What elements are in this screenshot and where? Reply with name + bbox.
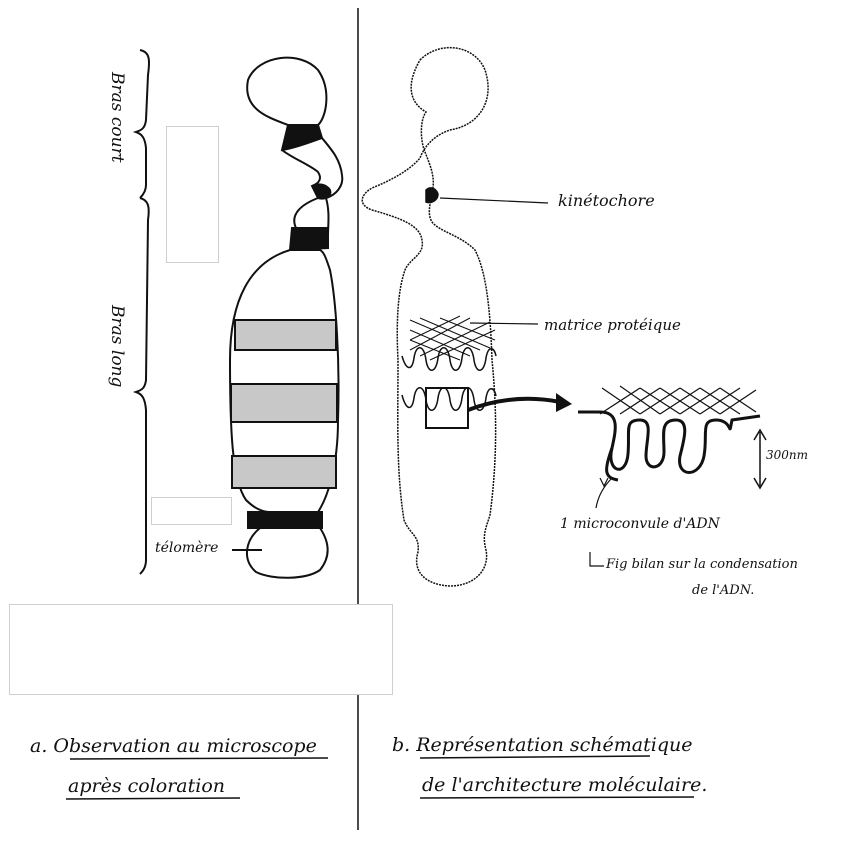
dna-loops-inner [402, 348, 496, 411]
caption-a-2: après coloration [68, 775, 225, 797]
caption-a-underline-1 [70, 758, 328, 759]
zoom-box [426, 388, 468, 428]
caption-a-underline-2 [66, 798, 240, 799]
height-arrow [754, 430, 766, 488]
caption-b-underline-2 [420, 797, 694, 798]
blank-label-box-top [166, 126, 219, 263]
schematic-chromosome [362, 48, 495, 586]
enlarged-matrix [600, 386, 756, 414]
label-microloop: 1 microconvule d'ADN [560, 516, 721, 532]
blank-label-box-mid [151, 497, 232, 525]
blank-label-box-wide [9, 604, 393, 695]
label-kinetochore: kinétochore [558, 191, 655, 210]
label-long-arm: Bras long [107, 304, 127, 388]
caption-b-1: b. Représentation schématique [392, 734, 692, 756]
observed-chromosome [230, 58, 342, 578]
label-short-arm: Bras court [107, 71, 127, 163]
label-telomere: télomère [155, 540, 218, 556]
label-summary-2: de l'ADN. [692, 583, 754, 598]
caption-b-2: de l'architecture moléculaire. [422, 774, 707, 796]
caption-a-1: a. Observation au microscope [30, 735, 317, 757]
label-matrix: matrice protéique [544, 316, 681, 334]
leader-lines [440, 198, 612, 566]
label-summary-1: Fig bilan sur la condensation [605, 557, 798, 572]
label-300nm: 300nm [766, 448, 808, 462]
grey-bands [231, 320, 337, 488]
caption-b-underline-1 [420, 756, 650, 758]
zoom-arrow [468, 393, 572, 412]
enlarged-dna-loops [578, 412, 760, 480]
